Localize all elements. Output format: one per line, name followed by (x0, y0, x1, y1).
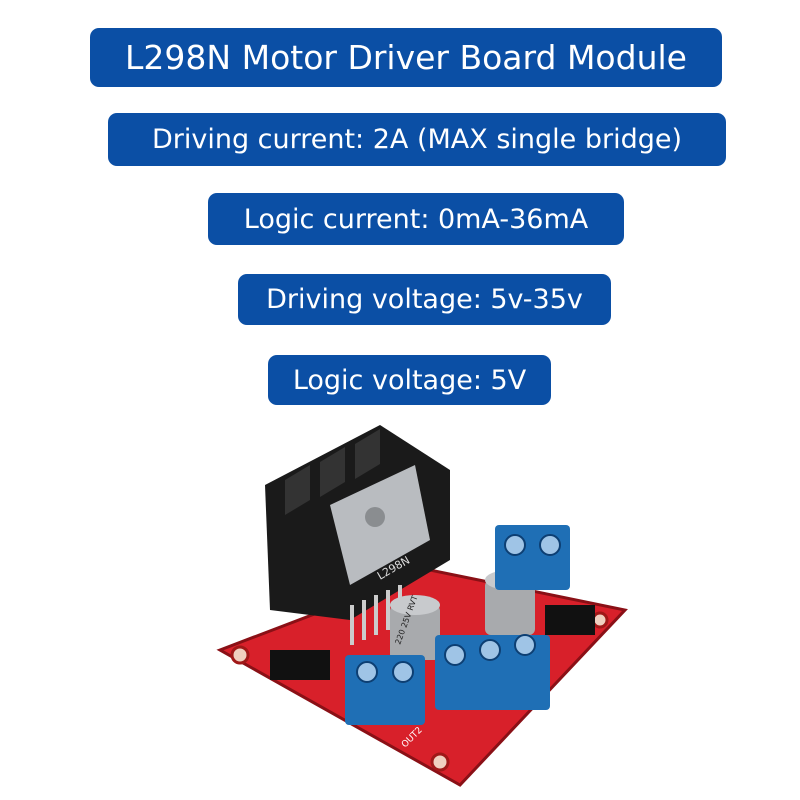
pin-header (270, 605, 595, 680)
spec-driving-current: Driving current: 2A (MAX single bridge) (108, 113, 726, 166)
spec-logic-voltage: Logic voltage: 5V (268, 355, 551, 405)
motor-driver-board-image: L298N 220 25V RVT OUT2 (216, 425, 628, 787)
heatsink: L298N (265, 425, 450, 620)
spec-logic-current: Logic current: 0mA-36mA (208, 193, 624, 245)
spec-driving-voltage: Driving voltage: 5v-35v (238, 274, 611, 325)
title-label: L298N Motor Driver Board Module (90, 28, 722, 87)
